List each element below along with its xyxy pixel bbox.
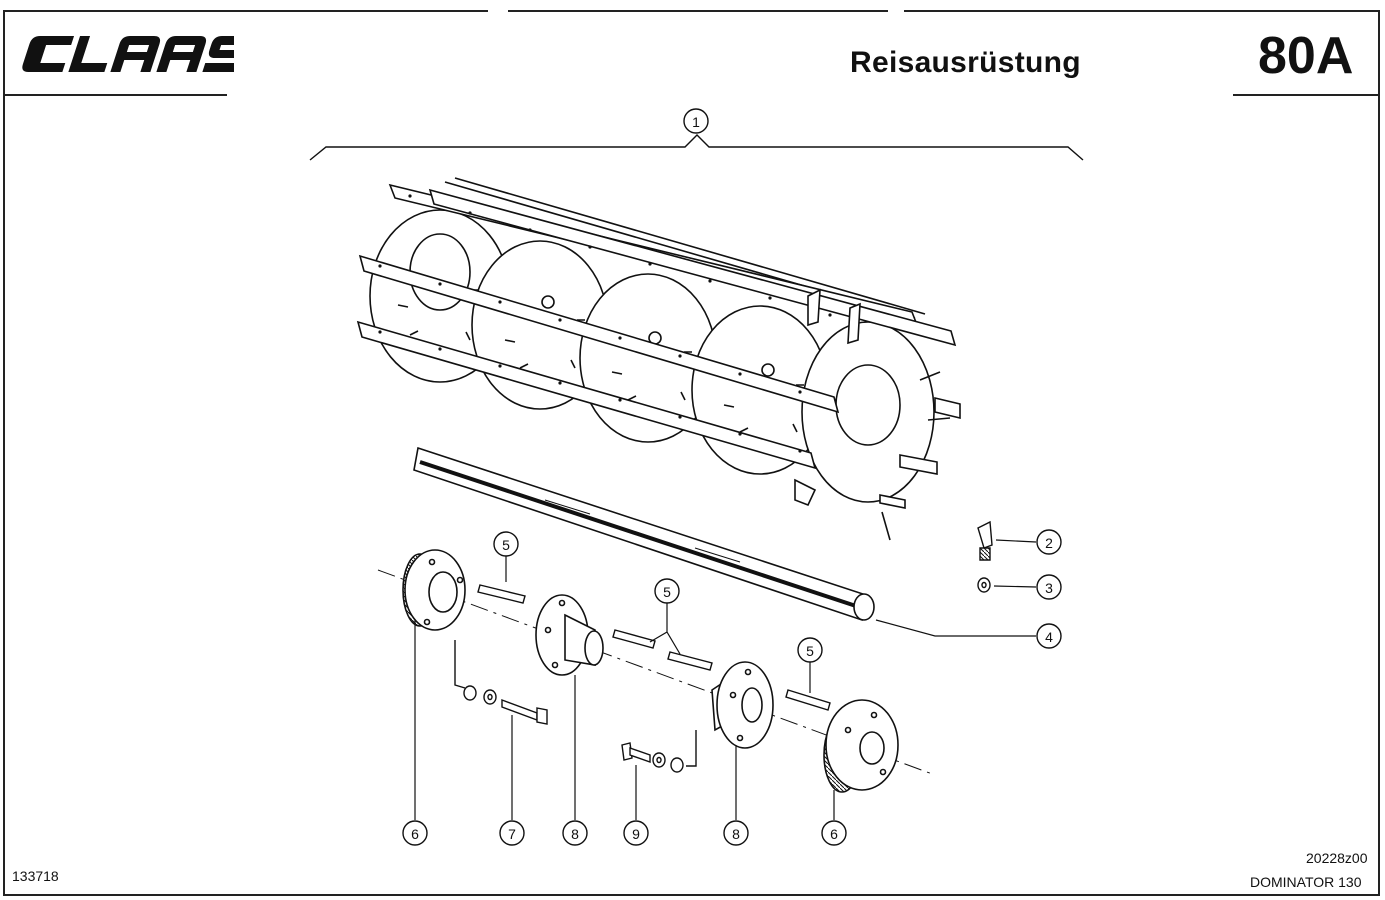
callout-7 <box>499 820 525 846</box>
assembly-bracket <box>309 134 1084 161</box>
drive-shaft <box>413 446 875 622</box>
callout-8-b <box>723 820 749 846</box>
drum-disc-5 <box>801 321 951 503</box>
callout-2 <box>1036 529 1062 555</box>
keys <box>477 584 831 711</box>
footer-model: DOMINATOR 130 <box>1250 874 1362 890</box>
rasp-bar-lower <box>356 320 817 470</box>
rasp-bar-upper2 <box>428 188 957 347</box>
callout-4 <box>1036 623 1062 649</box>
logo-underline <box>5 94 227 96</box>
callout-8-a <box>562 820 588 846</box>
callout-label-2: 2 <box>1045 535 1053 551</box>
callout-label-9: 9 <box>632 826 640 842</box>
callout-5-c <box>797 637 823 663</box>
callout-label-4: 4 <box>1045 629 1053 645</box>
callout-label-5c: 5 <box>806 643 814 659</box>
page-frame <box>3 10 1380 896</box>
callout-label-5a: 5 <box>502 537 510 553</box>
callout-6-b <box>821 820 847 846</box>
callout-label-5b: 5 <box>663 584 671 600</box>
callout-label-8a: 8 <box>571 826 579 842</box>
footer-left-code: 133718 <box>12 868 59 884</box>
callout-label-8b: 8 <box>732 826 740 842</box>
page-number: 80A <box>1258 27 1354 85</box>
callout-label-3: 3 <box>1045 580 1053 596</box>
page-title: Reisausrüstung <box>850 46 1081 79</box>
hub-8-left <box>535 594 604 676</box>
hub-6-right <box>823 699 899 793</box>
leader-lines <box>414 539 1037 820</box>
callout-1 <box>683 108 709 134</box>
rasp-bar-middle <box>358 254 840 414</box>
callout-5-b <box>654 578 680 604</box>
callout-5-a <box>493 531 519 557</box>
callout-label-7: 7 <box>508 826 516 842</box>
threshing-drum <box>356 177 961 541</box>
footer-drawing-code: 20228z00 <box>1306 850 1368 866</box>
callout-6-a <box>402 820 428 846</box>
fastener-set-right <box>621 730 697 773</box>
callout-label-6b: 6 <box>830 826 838 842</box>
hub-8-right <box>711 661 774 749</box>
grease-nipple <box>977 520 993 561</box>
top-border-right <box>904 10 1380 12</box>
callout-9 <box>623 820 649 846</box>
callout-label-6a: 6 <box>411 826 419 842</box>
pageno-underline <box>1233 94 1380 96</box>
callout-3 <box>1036 574 1062 600</box>
fastener-set-left <box>454 640 548 725</box>
callout-label-1: 1 <box>692 114 700 130</box>
top-border-center <box>508 10 888 12</box>
hub-6-left <box>402 549 466 631</box>
top-border-left <box>3 10 488 12</box>
small-nut <box>977 577 991 593</box>
claas-logo <box>22 36 234 72</box>
